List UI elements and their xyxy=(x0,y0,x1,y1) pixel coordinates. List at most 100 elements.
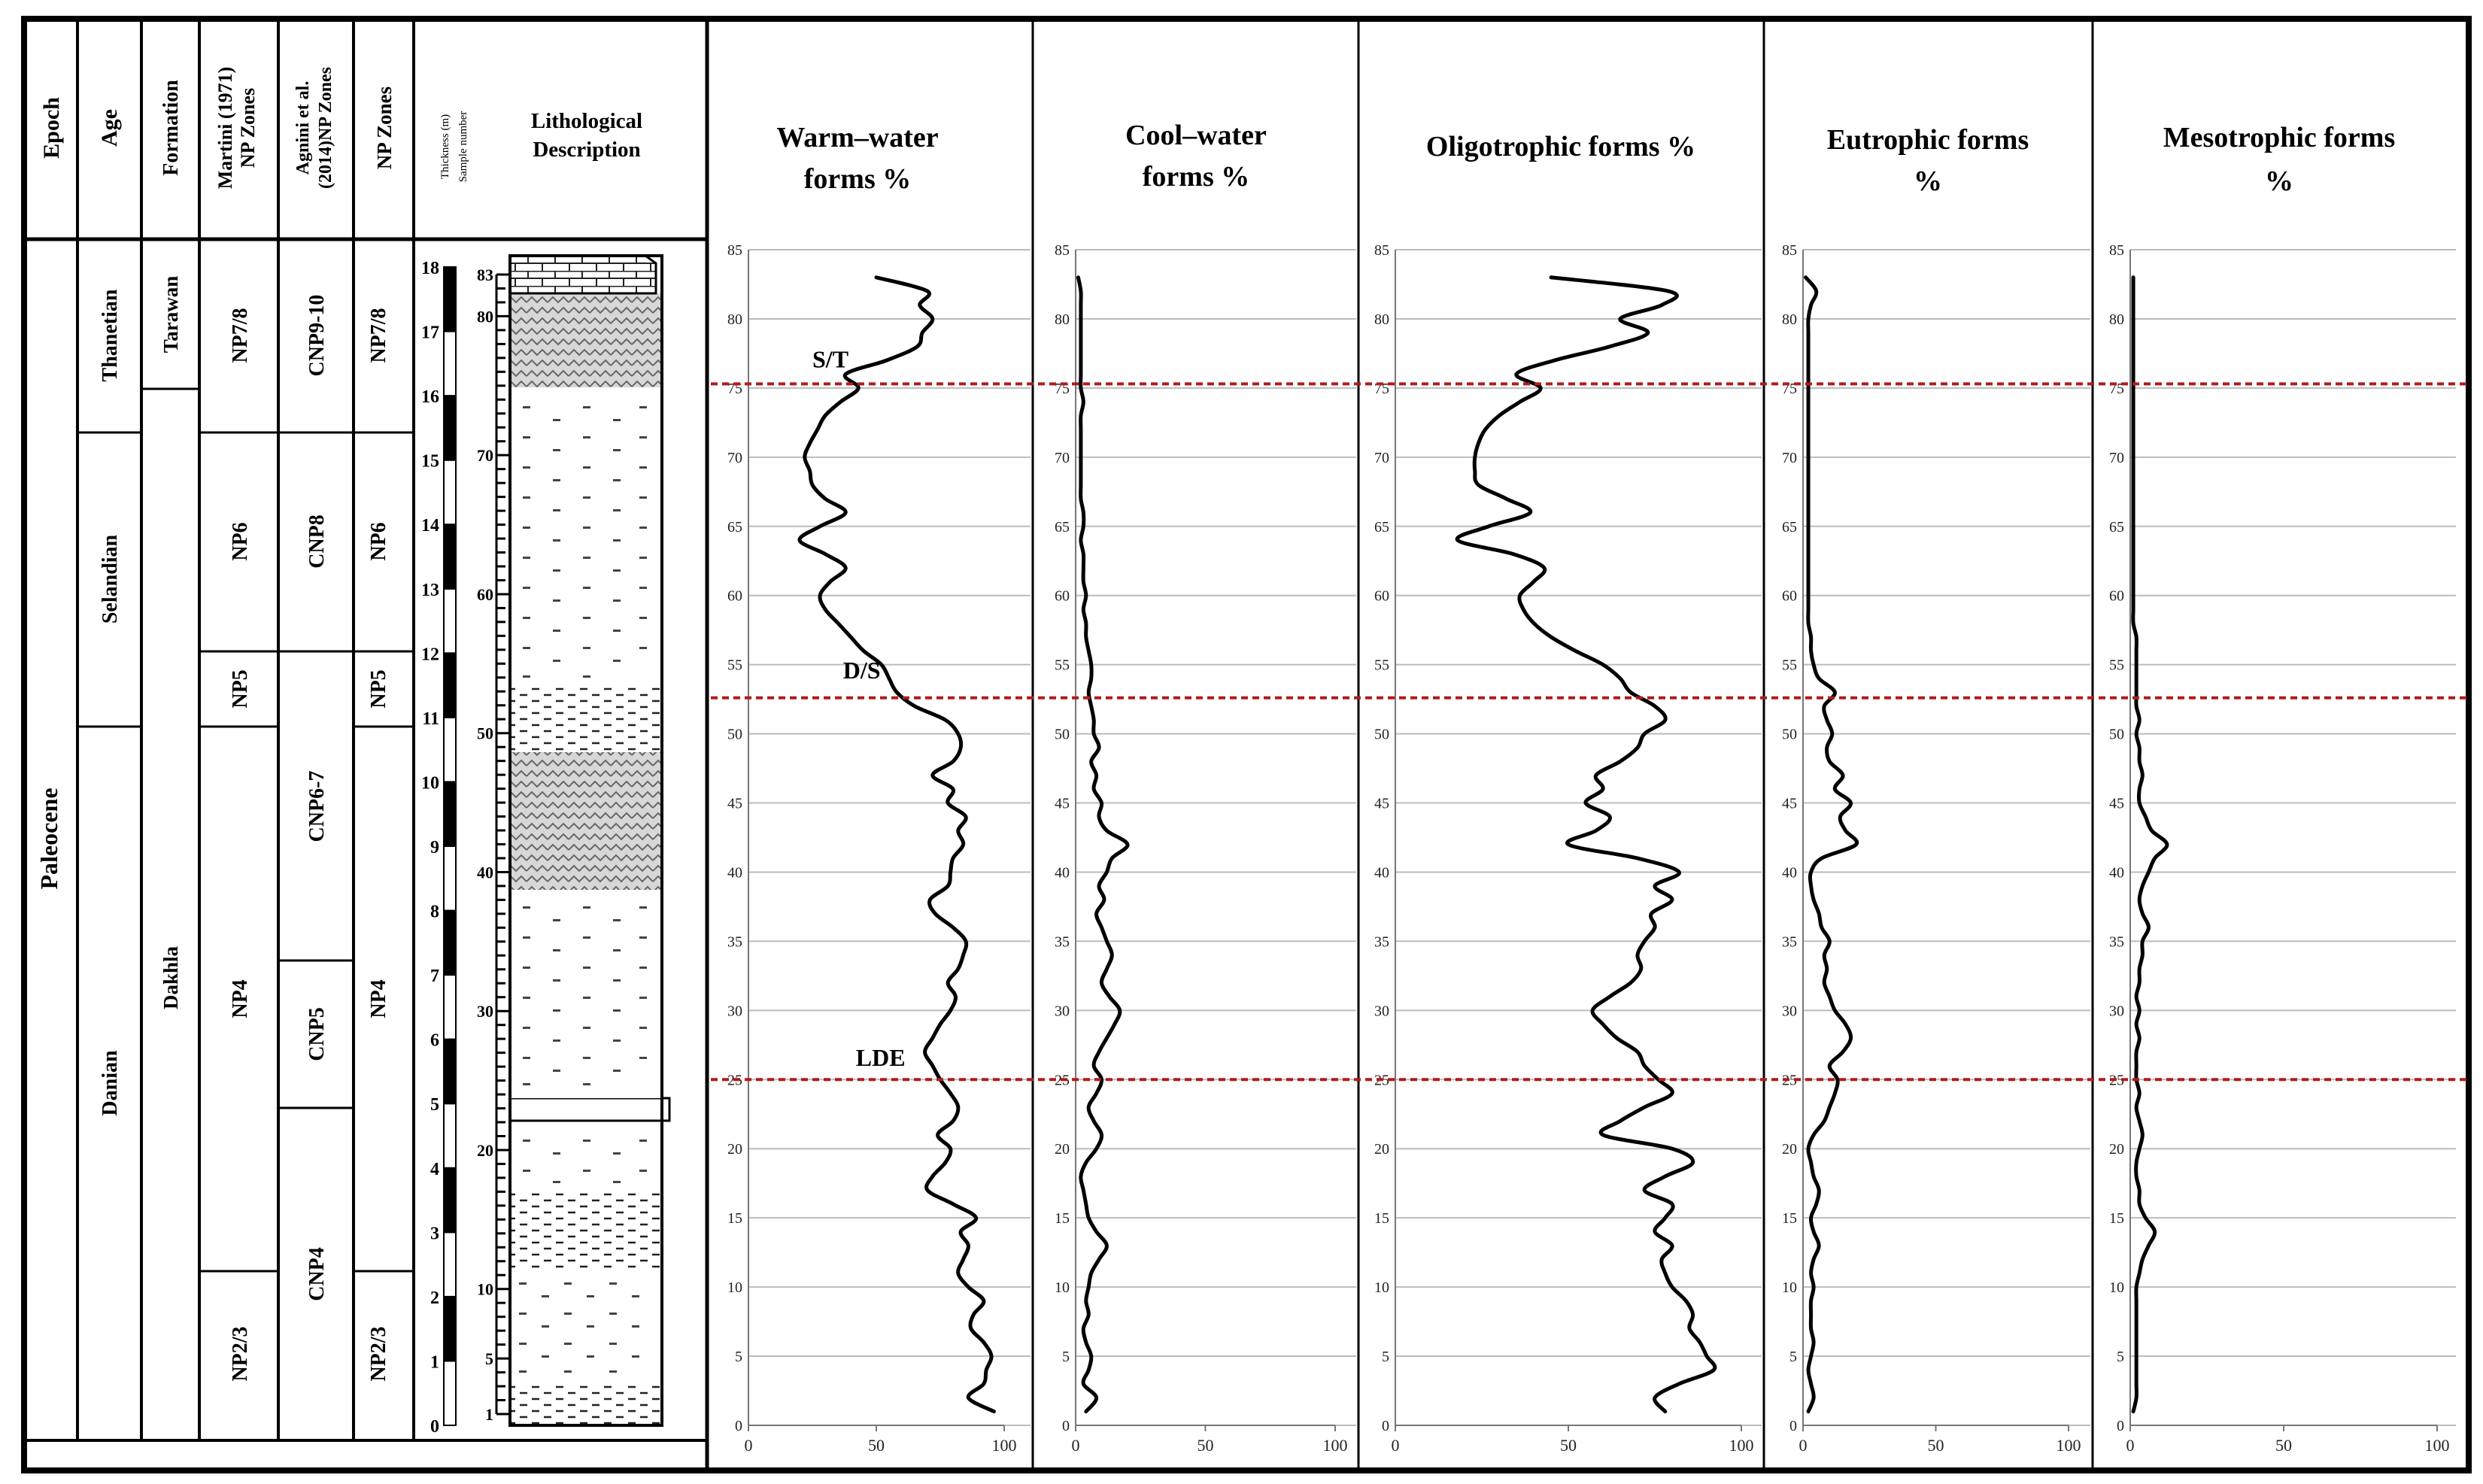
thickness-segment xyxy=(443,1167,457,1234)
y-tick-label: 0 xyxy=(1382,1418,1389,1434)
sample-tick-label: 1 xyxy=(485,1405,493,1424)
x-tick-label: 0 xyxy=(1799,1436,1808,1455)
y-tick-label: 85 xyxy=(1374,242,1389,259)
y-tick-label: 80 xyxy=(1374,311,1389,328)
age-selandian: Selandian xyxy=(99,534,122,624)
x-tick-label: 50 xyxy=(1560,1436,1577,1455)
y-tick-label: 30 xyxy=(2109,1003,2124,1019)
y-tick-label: 45 xyxy=(1374,796,1389,812)
martini-zone: NP4 xyxy=(229,979,252,1018)
thickness-segment xyxy=(443,330,457,397)
y-tick-label: 5 xyxy=(1789,1349,1797,1365)
thickness-segment xyxy=(443,523,457,590)
sample-tick-label: 50 xyxy=(477,724,493,743)
y-tick-label: 5 xyxy=(735,1349,742,1365)
y-tick-label: 0 xyxy=(1789,1418,1797,1434)
thickness-tick-label: 13 xyxy=(421,581,439,600)
boundary-annotation: S/T xyxy=(812,345,848,372)
agnini-zone: CNP9-10 xyxy=(305,295,329,377)
thickness-tick-label: 4 xyxy=(430,1160,439,1179)
x-tick-label: 0 xyxy=(2126,1436,2135,1455)
chart-title: Oligotrophic forms % xyxy=(1426,131,1695,162)
x-tick-label: 50 xyxy=(1928,1436,1944,1455)
y-tick-label: 30 xyxy=(1782,1003,1797,1019)
thickness-tick-label: 18 xyxy=(421,259,439,278)
lithology-log xyxy=(508,254,671,1427)
thickness-tick-label: 16 xyxy=(421,387,439,407)
thickness-tick-label: 9 xyxy=(430,838,439,857)
x-tick-label: 50 xyxy=(2275,1436,2292,1455)
y-tick-label: 70 xyxy=(727,450,742,466)
x-tick-label: 0 xyxy=(1072,1436,1080,1455)
x-tick-label: 100 xyxy=(2057,1436,2081,1455)
np-zone: NP7/8 xyxy=(367,308,390,363)
np-zone: NP4 xyxy=(367,979,390,1018)
y-tick-label: 65 xyxy=(1374,519,1389,536)
chart-title: Warm–water xyxy=(776,122,938,153)
y-tick-label: 20 xyxy=(1055,1141,1070,1158)
header-formation: Formation xyxy=(159,80,183,176)
y-tick-label: 55 xyxy=(2109,657,2124,674)
y-tick-label: 20 xyxy=(2109,1141,2124,1158)
y-tick-label: 60 xyxy=(2109,588,2124,605)
thickness-segment xyxy=(443,909,457,976)
y-tick-label: 70 xyxy=(1782,450,1797,466)
y-tick-label: 45 xyxy=(2109,796,2124,812)
x-tick-label: 100 xyxy=(2425,1436,2450,1455)
y-tick-label: 80 xyxy=(727,311,742,328)
chart-title: forms % xyxy=(1143,161,1249,193)
stratigraphic-column xyxy=(24,19,709,1470)
np-zone: NP5 xyxy=(367,669,390,708)
x-tick-label: 50 xyxy=(868,1436,885,1455)
np-zone: NP6 xyxy=(367,522,390,560)
thickness-segment xyxy=(443,652,457,718)
header-np-zones: NP Zones xyxy=(373,86,396,169)
thickness-segment xyxy=(443,266,457,332)
boundary-annotation: D/S xyxy=(843,657,881,684)
thickness-segment xyxy=(443,974,457,1040)
y-tick-label: 85 xyxy=(727,242,742,259)
epoch-label: Paleocene xyxy=(35,788,62,889)
y-tick-label: 60 xyxy=(1055,588,1070,605)
y-tick-label: 80 xyxy=(1782,311,1797,328)
martini-zone: NP5 xyxy=(229,669,252,708)
y-tick-label: 50 xyxy=(1055,727,1070,743)
header-litho-line2: Description xyxy=(533,138,640,162)
formation-dakhla: Dakhla xyxy=(159,945,182,1009)
y-tick-label: 65 xyxy=(1782,519,1797,536)
sample-tick-label: 83 xyxy=(477,266,493,284)
panel-dividers xyxy=(1031,19,2094,1470)
martini-zone: NP7/8 xyxy=(229,308,252,363)
thickness-tick-label: 6 xyxy=(430,1031,439,1051)
header-litho-line1: Lithological xyxy=(531,109,642,133)
y-tick-label: 20 xyxy=(1374,1141,1389,1158)
y-tick-label: 35 xyxy=(2109,933,2124,950)
y-tick-label: 20 xyxy=(1782,1141,1797,1158)
thickness-segment xyxy=(443,781,457,848)
thickness-tick-label: 17 xyxy=(421,323,439,343)
series-line xyxy=(1076,275,1130,1414)
header-sample-number: Sample number xyxy=(457,111,469,183)
thickness-segment xyxy=(443,1231,457,1297)
agnini-zone: CNP8 xyxy=(305,514,329,569)
y-tick-label: 10 xyxy=(727,1279,742,1296)
thickness-segment xyxy=(443,1038,457,1105)
series-line xyxy=(1804,275,1859,1414)
y-tick-label: 30 xyxy=(727,1003,742,1019)
thickness-tick-label: 12 xyxy=(421,645,439,664)
y-tick-label: 65 xyxy=(727,519,742,536)
np-zone: NP2/3 xyxy=(367,1326,390,1381)
y-tick-label: 15 xyxy=(727,1210,742,1227)
series-line xyxy=(797,275,996,1414)
x-tick-label: 0 xyxy=(1392,1436,1400,1455)
chart-panel: 0510152025303540455055606570758085050100 xyxy=(1782,242,2090,1455)
thickness-tick-label: 5 xyxy=(430,1095,439,1115)
y-tick-label: 85 xyxy=(1055,242,1070,259)
thickness-segment xyxy=(443,845,457,912)
x-tick-label: 50 xyxy=(1197,1436,1214,1455)
y-tick-label: 30 xyxy=(1374,1003,1389,1019)
y-tick-label: 65 xyxy=(1055,519,1070,536)
y-tick-label: 0 xyxy=(735,1418,742,1434)
y-tick-label: 35 xyxy=(727,933,742,950)
y-tick-label: 5 xyxy=(1382,1349,1389,1365)
